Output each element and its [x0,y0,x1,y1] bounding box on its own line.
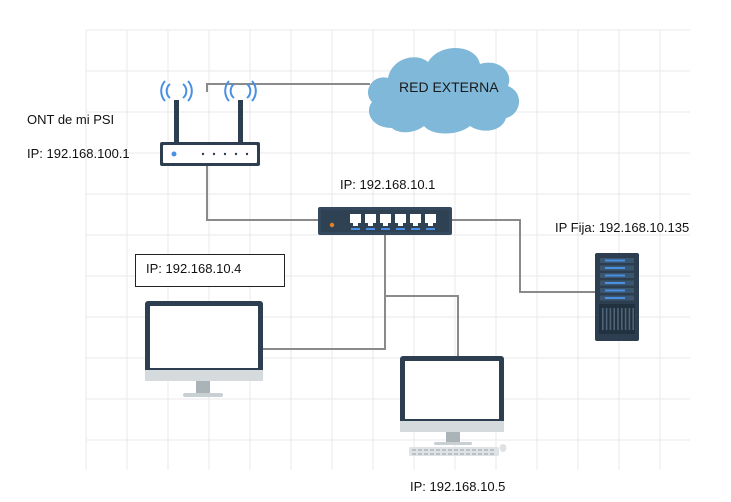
cloud-icon [367,47,520,134]
cable-switch-pc-right [385,295,459,360]
pc-left-ip-label: IP: 192.168.10.4 [135,254,285,287]
cloud-label: RED EXTERNA [399,79,499,95]
cable-router-switch [206,166,320,221]
ont-ip-label: IP: 192.168.100.1 [27,146,130,161]
desktop-monitor-icon [145,301,263,397]
cable-switch-pc-left [262,232,386,350]
server-ip-label: IP Fija: 192.168.10.135 [555,220,690,235]
ont-name-label: ONT de mi PSI [27,112,115,127]
network-switch-icon [318,207,452,235]
desktop-computer-icon [400,356,507,456]
cables [206,83,595,360]
cable-router-cloud [206,83,370,92]
cable-switch-server [452,219,595,293]
switch-ip-label: IP: 192.168.10.1 [340,177,436,192]
router-icon [160,80,260,166]
server-icon [595,253,639,341]
pc-right-ip-label: IP: 192.168.10.5 [410,479,506,494]
